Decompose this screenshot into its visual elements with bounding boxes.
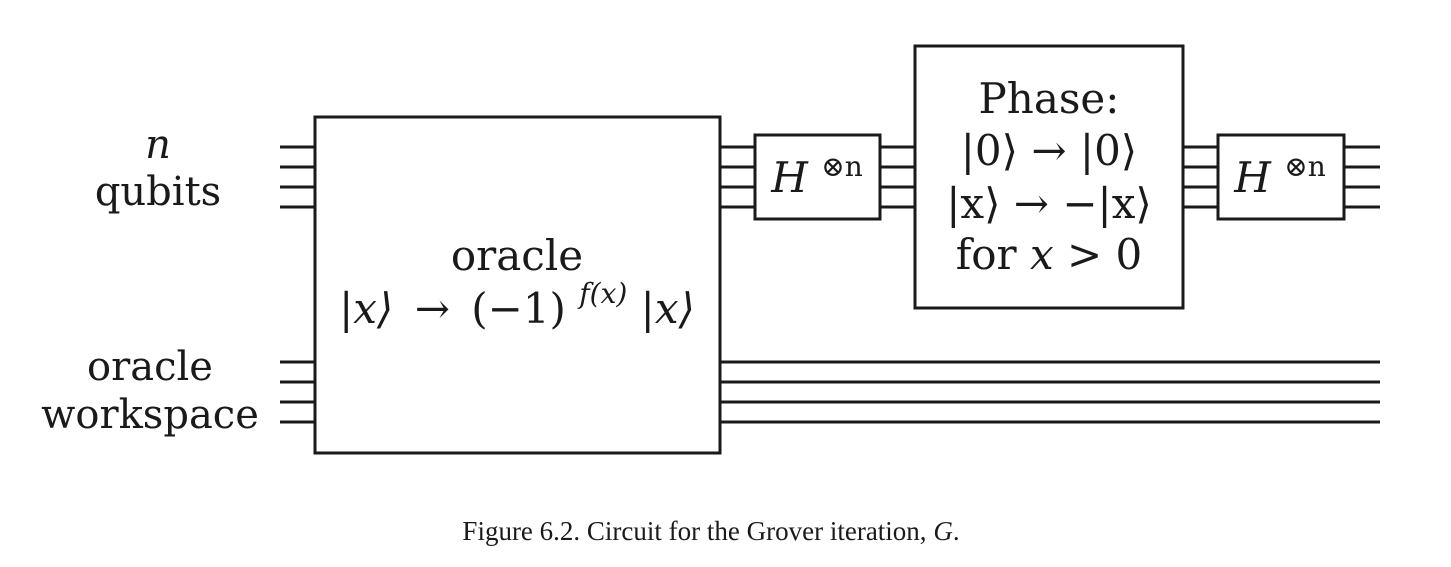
oracle-ket-x-in: |x⟩	[339, 284, 393, 333]
hadamard-2-superscript: ⊗n	[1284, 150, 1326, 183]
oracle-title: oracle	[451, 231, 583, 280]
n-label: n	[145, 122, 171, 168]
caption-end: .	[953, 516, 960, 546]
workspace-label-line2: workspace	[41, 392, 259, 438]
phase-gate: Phase: |0⟩ → |0⟩ |x⟩ → −|x⟩ for x > 0	[913, 44, 1185, 310]
phase-line2: |x⟩ → −|x⟩	[946, 179, 1152, 228]
oracle-exponent: f(x)	[577, 277, 627, 310]
oracle-minus-one: (−1)	[471, 284, 566, 333]
figure-caption: Figure 6.2. Circuit for the Grover itera…	[462, 516, 959, 546]
qubit-wires	[280, 145, 1380, 209]
hadamard-gate-2: H ⊗n	[1216, 133, 1346, 221]
hadamard-box-1	[753, 133, 882, 221]
oracle-ket-x-out: |x⟩	[641, 284, 695, 333]
hadamard-gate-1: H ⊗n	[753, 133, 882, 221]
oracle-box	[313, 115, 722, 455]
phase-line3-prefix: for	[956, 230, 1030, 279]
caption-symbol: G	[933, 516, 953, 546]
phase-box	[913, 44, 1185, 310]
phase-line1: |0⟩ → |0⟩	[961, 126, 1137, 175]
hadamard-label-1: H ⊗n	[770, 150, 863, 202]
hadamard-box-2	[1216, 133, 1346, 221]
workspace-label-line1: oracle	[87, 344, 213, 390]
caption-text: Figure 6.2. Circuit for the Grover itera…	[462, 516, 933, 546]
phase-line3: for x > 0	[956, 230, 1143, 279]
oracle-formula: |x⟩ → (−1) f(x) |x⟩	[339, 264, 695, 333]
workspace-wires	[280, 360, 1380, 424]
oracle-gate: oracle |x⟩ → (−1) f(x) |x⟩	[313, 115, 722, 455]
phase-line3-rest: > 0	[1054, 230, 1143, 279]
oracle-arrow: →	[415, 284, 450, 333]
phase-title: Phase:	[979, 74, 1120, 123]
phase-line3-var: x	[1030, 230, 1054, 279]
qubits-label: qubits	[95, 169, 221, 215]
hadamard-1-base: H	[770, 153, 809, 202]
hadamard-1-superscript: ⊗n	[821, 150, 863, 183]
hadamard-2-base: H	[1233, 153, 1272, 202]
hadamard-label-2: H ⊗n	[1233, 150, 1326, 202]
